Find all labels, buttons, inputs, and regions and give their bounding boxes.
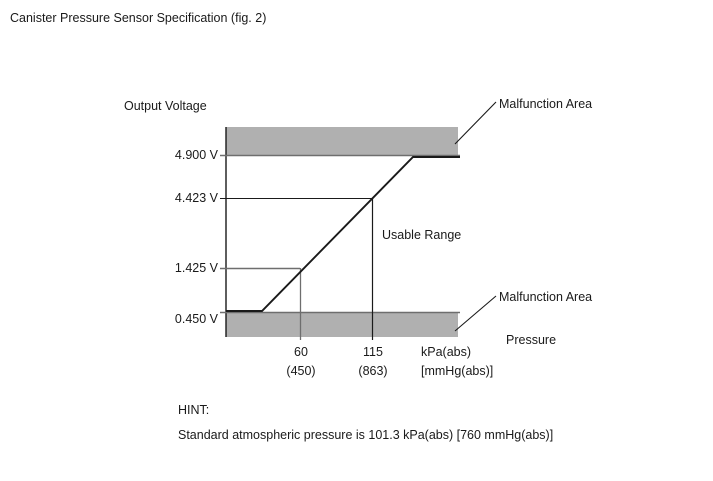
y-tick-label-1425: 1.425 V bbox=[174, 261, 218, 275]
hint-body: Standard atmospheric pressure is 101.3 k… bbox=[178, 428, 554, 442]
upper-malfunction-band bbox=[226, 127, 458, 155]
lower-malfunction-band bbox=[226, 313, 458, 337]
x-tick-sublabel-115: (863) bbox=[358, 364, 388, 378]
usable-range-label: Usable Range bbox=[382, 228, 462, 242]
upper-malfunction-area-label: Malfunction Area bbox=[499, 97, 593, 111]
page-title: Canister Pressure Sensor Specification (… bbox=[10, 11, 267, 25]
upper-malfunction-leader-line bbox=[454, 101, 497, 145]
hint-heading: HINT: bbox=[178, 403, 210, 417]
y-axis-title: Output Voltage bbox=[124, 99, 207, 113]
y-tick-label-0450: 0.450 V bbox=[174, 312, 218, 326]
lower-malfunction-area-label: Malfunction Area bbox=[499, 290, 593, 304]
x-tick-sublabel-60: (450) bbox=[286, 364, 316, 378]
x-unit-primary: kPa(abs) bbox=[421, 345, 472, 359]
y-tick-label-4423: 4.423 V bbox=[174, 191, 218, 205]
x-unit-secondary: [mmHg(abs)] bbox=[421, 364, 494, 378]
x-axis-title: Pressure bbox=[506, 333, 557, 347]
sensor-output-curve bbox=[226, 156, 460, 312]
lower-malfunction-leader-line bbox=[454, 295, 497, 332]
x-tick-label-60: 60 bbox=[294, 345, 308, 359]
x-tick-label-115: 115 bbox=[363, 345, 383, 359]
y-tick-label-4900: 4.900 V bbox=[174, 148, 218, 162]
